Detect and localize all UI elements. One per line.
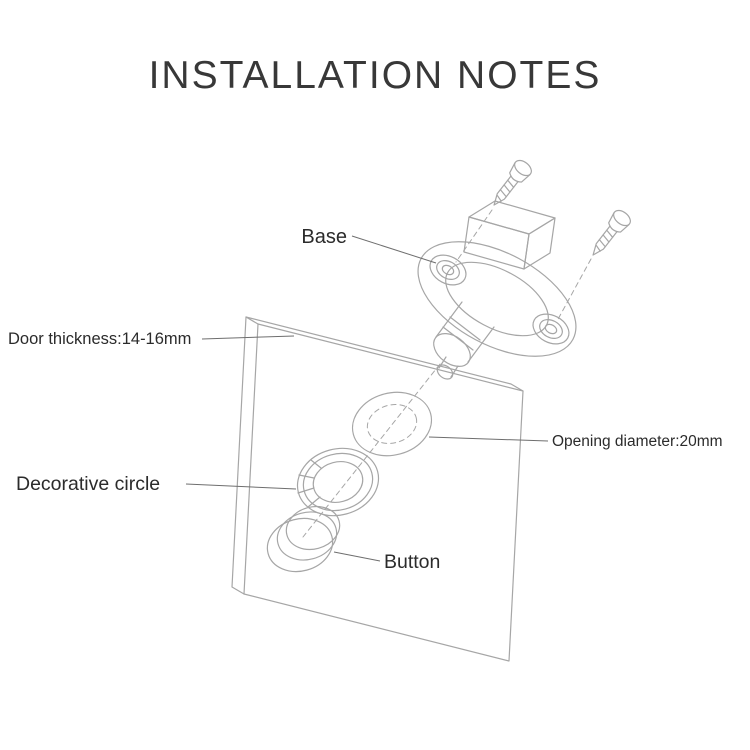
screw-hole bbox=[436, 260, 460, 280]
base-label: Base bbox=[301, 226, 347, 248]
leader-lines bbox=[185, 235, 549, 562]
door-thickness-leader-line bbox=[201, 335, 295, 340]
screw-guide-line bbox=[455, 209, 493, 263]
installation-axis-line bbox=[302, 363, 441, 538]
opening-diameter-label: Opening diameter:20mm bbox=[552, 433, 723, 450]
flange-ear bbox=[532, 313, 570, 345]
door-panel bbox=[231, 316, 524, 662]
door-thickness-label: Door thickness:14-16mm bbox=[8, 330, 191, 348]
screw-hole-inner bbox=[544, 323, 558, 335]
decorative-circle-part bbox=[296, 447, 380, 517]
base-assembly bbox=[417, 200, 577, 380]
base-leader-line bbox=[351, 235, 437, 264]
latch-housing bbox=[463, 200, 556, 270]
opening-hole bbox=[351, 391, 433, 457]
opening-diameter-leader-line bbox=[428, 436, 549, 442]
page-title: INSTALLATION NOTES bbox=[148, 54, 602, 97]
screw-hole bbox=[539, 319, 563, 339]
screw-hole-inner bbox=[441, 264, 455, 276]
screw-icon bbox=[592, 209, 631, 256]
ring-ridges bbox=[297, 459, 322, 508]
decorative-circle-leader-line bbox=[185, 483, 297, 490]
mounting-flange bbox=[417, 241, 577, 357]
button-label: Button bbox=[384, 551, 440, 573]
screw-guide-line bbox=[556, 258, 592, 322]
lock-body bbox=[445, 261, 549, 337]
flange-ear bbox=[429, 254, 467, 286]
screws-group bbox=[455, 159, 631, 322]
screw-icon bbox=[493, 159, 532, 206]
decorative-circle-label: Decorative circle bbox=[16, 473, 160, 495]
labels: Base Door thickness:14-16mm Opening diam… bbox=[8, 226, 723, 573]
button-part bbox=[266, 505, 341, 573]
button-leader-line bbox=[333, 551, 381, 562]
